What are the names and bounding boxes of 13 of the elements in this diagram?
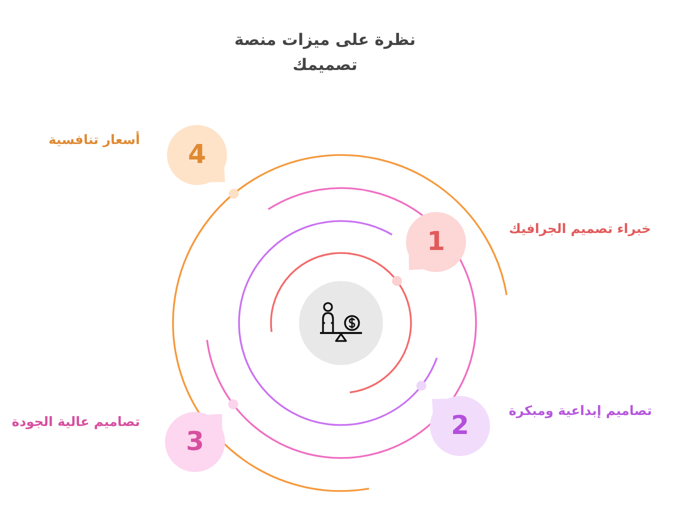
speech-bubble	[165, 123, 229, 187]
feature-label: تصاميم عالية الجودة	[12, 414, 140, 432]
step-number: 1	[426, 227, 446, 257]
feature-label: تصاميم إبداعية ومبكرة	[508, 403, 652, 421]
feature-label: خبراء تصميم الجرافيك	[509, 221, 651, 239]
speech-bubble	[163, 410, 227, 474]
feature-label: أسعار تنافسية	[48, 132, 140, 150]
step-number: 3	[186, 427, 204, 457]
title: نظرة على ميزات منصة تصميمك	[233, 29, 417, 76]
step-number: 4	[188, 140, 206, 170]
speech-bubble	[428, 394, 492, 458]
step-number: 2	[450, 411, 470, 441]
speech-bubble	[404, 210, 468, 274]
